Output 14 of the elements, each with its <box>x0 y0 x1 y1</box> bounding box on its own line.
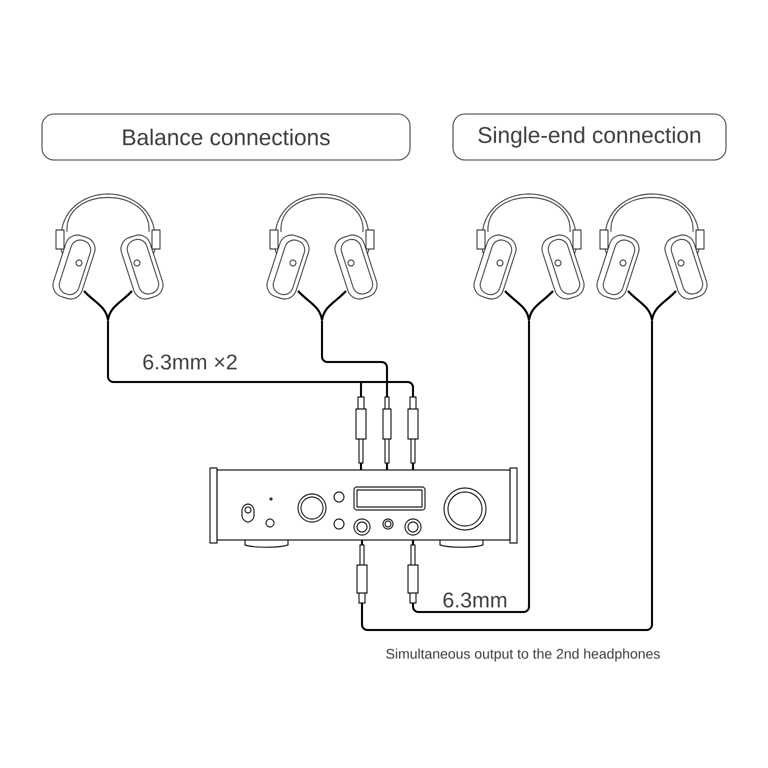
edge-label: 6.3mm <box>444 592 506 608</box>
heading-box: Single-end connection <box>452 113 727 161</box>
cable <box>107 319 418 470</box>
cable <box>408 320 530 613</box>
headphones-drawing <box>52 194 164 320</box>
headphones-drawing <box>266 194 378 320</box>
cable <box>321 320 392 470</box>
heading-box: Balance connections <box>41 113 411 161</box>
edge-label: 6.3mm ×2 <box>143 354 237 370</box>
caption: Simultaneous output to the 2nd headphones <box>386 648 660 662</box>
cable <box>356 320 653 631</box>
headphones-drawing <box>596 194 708 320</box>
headphones-drawing <box>474 194 584 320</box>
amplifier-drawing <box>210 468 518 548</box>
